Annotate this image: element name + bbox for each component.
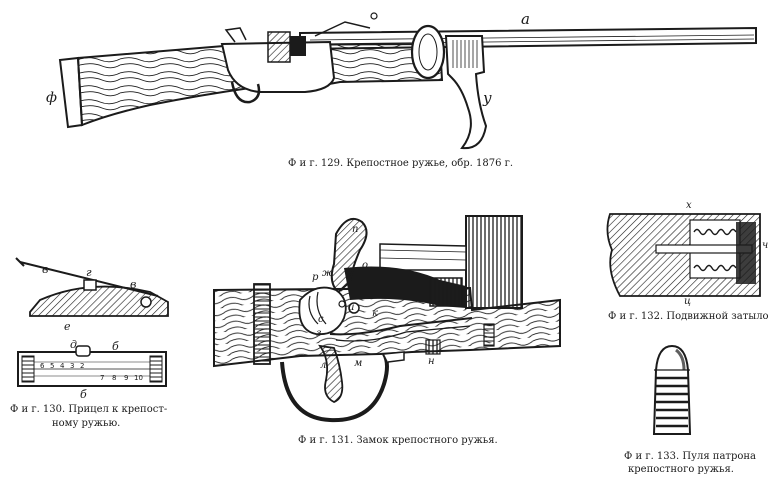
sight-scale-6: 6 [40,362,45,370]
breech-upper-spring [693,228,737,236]
label-lock-n2: н [428,356,435,367]
sight-scale-9: 9 [124,374,128,382]
label-sight-hinge: в [130,278,136,291]
bullet-body [652,344,692,435]
caption-fig131: Ф и г. 131. Замок крепостного ружья. [298,435,498,446]
label-lock-o: о [362,260,368,271]
label-sight-plan-b2: б [80,388,87,401]
fig131-lock-drawing: п о р ж с з и к л м н [213,215,561,423]
sight-scale-8: 8 [112,374,116,382]
label-breech-x: х [686,200,692,211]
fig129-rifle-drawing: ф а у [46,10,757,150]
lock-screw [253,283,271,365]
label-sight-slide: г [86,266,92,279]
caption-fig132: Ф и г. 132. Подвижной затылок. [608,311,768,322]
label-lock-m: м [354,358,362,369]
sight-scale-3: 3 [70,362,74,370]
lock-trigger [318,344,344,403]
fig132-breech-drawing: х ч ц [606,200,768,307]
fig133-bullet-drawing [652,344,692,435]
fig130-sight-drawing: в г в е 6 5 4 3 2 7 8 9 10 д б б [15,257,169,401]
caption-fig129: Ф и г. 129. Крепостное ружье, обр. 1876 … [288,158,514,169]
label-lock-z: з [316,328,321,339]
caption-fig133-line1: Ф и г. 133. Пуля патрона [624,451,757,462]
sight-scale-7: 7 [100,374,104,382]
label-lock-l: л [320,360,326,371]
label-breech-ts: ц [684,296,691,307]
label-lock-k: к [372,308,378,319]
label-sight-leaf: в [42,263,48,276]
sight-scale-5: 5 [50,362,54,370]
caption-fig133-line2: крепостного ружья. [628,464,734,475]
caption-fig130-line1: Ф и г. 130. Прицел к крепост- [10,404,168,415]
caption-fig130-line2: ному ружью. [52,418,121,429]
lock-hammer [330,218,368,294]
sight-scale-2: 2 [80,362,84,370]
label-lock-i: и [348,302,354,313]
rifle-barrel-band [410,24,446,80]
lock-trigger-guard [280,352,389,423]
label-sight-base: е [64,320,71,333]
breech-lower-spring [693,264,737,272]
label-sight-plan-d: д [70,338,77,351]
label-lock-r: р [312,272,319,283]
label-lock-s: с [318,314,324,325]
label-butt: ф [46,90,57,106]
label-sight-plan-b: б [112,340,119,353]
label-breech-ch: ч [762,240,768,251]
label-support: у [482,89,492,107]
sight-base-side [29,285,169,317]
rifle-trigger-guard [230,81,261,104]
lock-receiver-block [465,215,523,309]
label-lock-zh: ж [322,268,334,279]
sight-scale-10: 10 [134,374,143,382]
label-lock-n: п [352,224,358,235]
label-barrel: а [521,10,530,28]
sight-scale-4: 4 [60,362,65,370]
